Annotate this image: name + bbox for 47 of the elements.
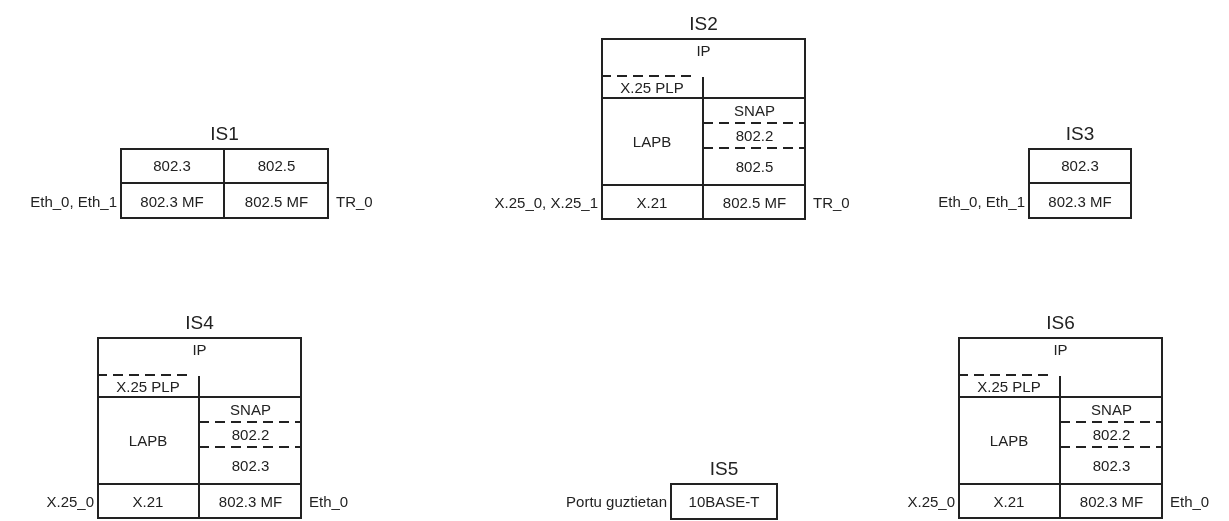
port-label: Eth_0 [1170,492,1210,512]
layer-label: X.21 [636,194,668,211]
layer-label: 802.3 [1092,457,1131,474]
port-label: Eth_0 [309,492,349,512]
layer-label: 802.3 MF [1048,192,1112,210]
stack-title: IS2 [689,12,718,36]
port-label: X.25_0 [907,492,955,512]
port-label: Portu guztietan [566,492,667,512]
layer-label: 802.5 MF [244,192,309,210]
port-label: Eth_0, Eth_1 [938,191,1025,212]
stack-title: IS4 [185,311,214,335]
layer-label: 10BASE-T [688,493,760,510]
stack-title: IS6 [1046,311,1075,335]
port-label: X.25_0, X.25_1 [494,193,598,213]
layer-label: IP [1053,341,1068,358]
stack-title: IS3 [1065,122,1095,146]
layer-label: X.21 [132,493,164,510]
layer-label: IP [192,341,207,358]
layer-label: 802.3 MF [218,493,283,510]
layer-label: LAPB [128,432,168,449]
layer-label: 802.3 MF [140,192,204,210]
layer-label: X.25 PLP [977,378,1041,395]
layer-label: IP [696,42,711,59]
layer-label: 802.5 [257,157,296,174]
stack-title: IS5 [709,457,739,481]
layer-label: 802.3 [153,157,191,174]
layer-label: X.25 PLP [116,378,180,395]
layer-label: 802.2 [231,426,270,443]
port-label: TR_0 [336,191,373,212]
port-label: Eth_0, Eth_1 [30,191,117,212]
layer-label: X.25 PLP [620,79,684,96]
layer-label: 802.5 [735,158,774,175]
layer-label: 802.2 [735,127,774,144]
layer-label: SNAP [230,401,271,418]
stack-title: IS1 [210,122,239,146]
layer-label: 802.2 [1092,426,1131,443]
port-label: TR_0 [813,193,850,213]
layer-label: 802.3 [231,457,270,474]
layer-label: X.21 [993,493,1025,510]
layer-label: 802.3 [1061,157,1099,174]
layer-label: SNAP [1091,401,1132,418]
layer-label: LAPB [632,133,672,150]
layer-label: 802.5 MF [722,194,787,211]
layer-label: LAPB [989,432,1029,449]
layer-label: 802.3 MF [1079,493,1144,510]
port-label: X.25_0 [46,492,94,512]
layer-label: SNAP [734,102,775,119]
